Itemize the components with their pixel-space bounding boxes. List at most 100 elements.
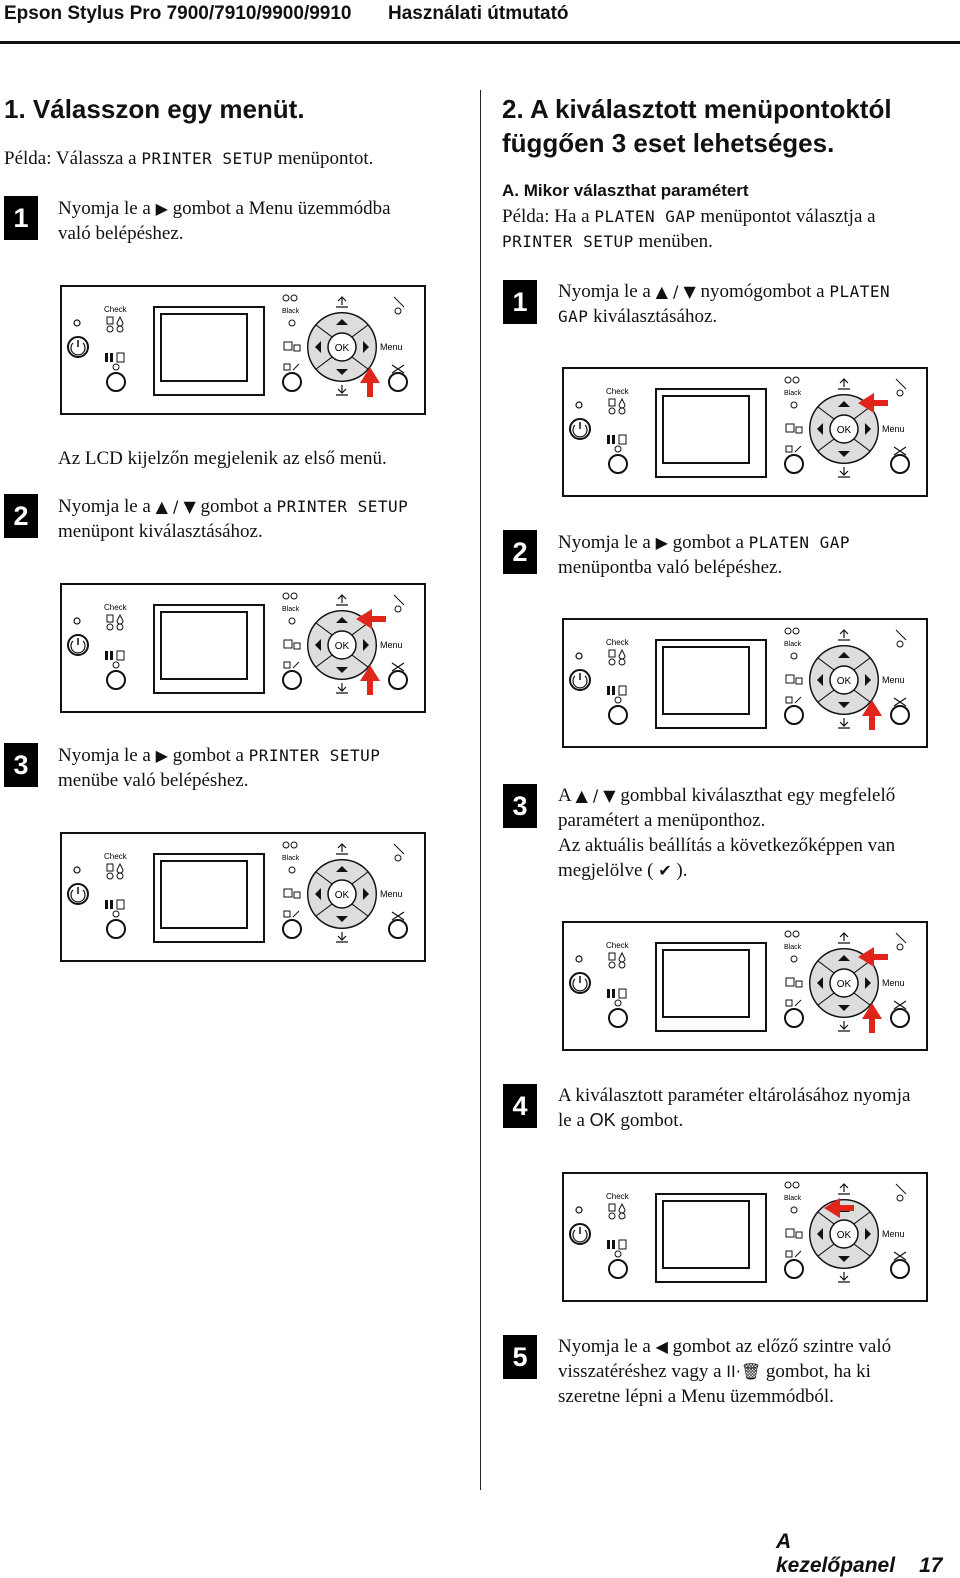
step-number: 4 (503, 1084, 537, 1128)
check-label: Check (104, 852, 128, 861)
ok-button (327, 630, 357, 660)
pause-button (106, 670, 126, 690)
control-panel-diagram: Check Black OK Menu (60, 285, 426, 415)
right-arrow-icon: ▶ (155, 199, 168, 218)
lcd-screen (655, 639, 767, 729)
step-number: 5 (503, 1335, 537, 1379)
menu-label: Menu (380, 640, 403, 650)
black-label: Black (784, 1195, 802, 1202)
power-button (67, 336, 89, 358)
control-panel-diagram: Check Black OK Menu (562, 921, 928, 1051)
power-button (67, 634, 89, 656)
left-arrow-icon: ◀ (655, 1337, 668, 1356)
ok-button (829, 665, 859, 695)
press-left-indicator (824, 1198, 854, 1218)
menu-label: Menu (882, 675, 905, 685)
black-label: Black (784, 390, 802, 397)
press-up-indicator (858, 947, 888, 967)
pause-button (608, 454, 628, 474)
ok-button-label: OK (589, 1110, 616, 1130)
press-down-indicator (862, 700, 882, 730)
press-down-indicator (360, 665, 380, 695)
ok-button (327, 879, 357, 909)
check-label: Check (606, 638, 630, 647)
right-example: Példa: Ha a PLATEN GAP menüpontot válasz… (502, 206, 876, 252)
right-step-4-text: A kiválasztott paraméter eltárolásához n… (558, 1085, 911, 1131)
check-label: Check (606, 1192, 630, 1201)
step-number: 2 (503, 530, 537, 574)
ok-label: OK (335, 343, 350, 354)
check-label: Check (606, 387, 630, 396)
ok-label: OK (335, 890, 350, 901)
step-number: 1 (503, 280, 537, 324)
power-button (569, 972, 591, 994)
control-panel-diagram: Check Black OK Menu (562, 367, 928, 497)
press-up-indicator (356, 609, 386, 629)
ok-label: OK (837, 979, 852, 990)
left-step-1-text: Nyomja le a ▶ gombot a Menu üzemmódba va… (58, 198, 391, 244)
lcd-screen (655, 1193, 767, 1283)
press-down-indicator (360, 367, 380, 397)
menu-label: Menu (882, 424, 905, 434)
power-button (67, 883, 89, 905)
black-label: Black (282, 308, 300, 315)
check-label: Check (104, 305, 128, 314)
pause-button (608, 705, 628, 725)
pause-button (608, 1259, 628, 1279)
section-heading-2: 2. A kiválasztott menüpontoktól függően … (502, 94, 892, 158)
black-label: Black (282, 855, 300, 862)
footer-section: A kezelőpanel (776, 1530, 896, 1577)
step-number: 2 (4, 494, 38, 538)
power-button (569, 669, 591, 691)
step-number: 1 (4, 196, 38, 240)
lcd-screen (153, 306, 265, 396)
right-step-5-text: Nyomja le a ◀ gombot az előző szintre va… (558, 1336, 892, 1407)
lcd-screen (153, 853, 265, 943)
lcd-screen (655, 388, 767, 478)
right-arrow-icon: ▶ (155, 746, 168, 765)
left-example: Példa: Válassza a PRINTER SETUP menüpont… (4, 148, 374, 169)
pause-button (106, 919, 126, 939)
control-panel-diagram: Check Black OK Menu (60, 583, 426, 713)
menu-label: Menu (380, 342, 403, 352)
check-label: Check (606, 941, 630, 950)
pause-button (106, 372, 126, 392)
press-up-indicator (858, 393, 888, 413)
ok-label: OK (837, 425, 852, 436)
page-number: 17 (919, 1554, 943, 1577)
black-label: Black (784, 944, 802, 951)
ok-label: OK (837, 1230, 852, 1241)
lcd-screen (153, 604, 265, 694)
control-panel-diagram: Check Black OK Menu (60, 832, 426, 962)
page-footer: A kezelőpanel 17 (776, 1530, 960, 1578)
header-rule (0, 41, 960, 44)
page-header: Epson Stylus Pro 7900/7910/9900/9910 Has… (0, 0, 960, 44)
case-a-heading: A. Mikor választhat paramétert (502, 181, 749, 200)
menu-label: Menu (882, 1229, 905, 1239)
power-button (569, 418, 591, 440)
check-label: Check (104, 603, 128, 612)
column-divider (480, 90, 481, 1490)
black-label: Black (282, 606, 300, 613)
ok-button (327, 332, 357, 362)
right-step-1-text: Nyomja le a ▲ / ▼ nyomógombot a PLATEN G… (558, 281, 891, 327)
step-number: 3 (4, 743, 38, 787)
section-heading-1: 1. Válasszon egy menüt. (4, 94, 305, 124)
left-step-2-text: Nyomja le a ▲ / ▼ gombot a PRINTER SETUP… (58, 496, 409, 542)
ok-label: OK (837, 676, 852, 687)
power-button (569, 1223, 591, 1245)
control-panel-diagram: Check Black OK Menu (562, 618, 928, 748)
up-down-arrow-icon: ▲ / ▼ (155, 497, 196, 516)
checkmark-icon: ✔ (658, 861, 672, 880)
right-step-2-text: Nyomja le a ▶ gombot a PLATEN GAP menüpo… (558, 532, 850, 578)
lcd-note: Az LCD kijelzőn megjelenik az első menü. (58, 448, 387, 469)
ok-button (829, 1219, 859, 1249)
pause-cancel-icon: II·🗑 (726, 1362, 762, 1381)
black-label: Black (784, 641, 802, 648)
ok-label: OK (335, 641, 350, 652)
menu-label: Menu (380, 889, 403, 899)
left-step-3-text: Nyomja le a ▶ gombot a PRINTER SETUP men… (58, 745, 381, 791)
right-step-3-text: A ▲ / ▼ gombbal kiválaszthat egy megfele… (558, 785, 896, 881)
document-subtitle: Használati útmutató (388, 3, 569, 24)
ok-button (829, 968, 859, 998)
